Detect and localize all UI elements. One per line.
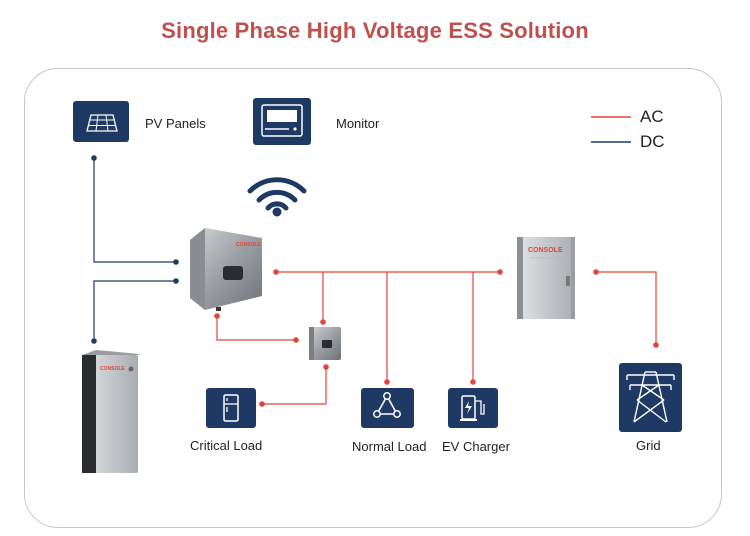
legend-dc-label: DC xyxy=(640,132,665,151)
eps-box xyxy=(309,327,341,360)
ac-line-grid xyxy=(596,271,657,345)
ac-dot xyxy=(497,269,503,275)
ac-dot xyxy=(320,319,326,325)
solar-panel-icon xyxy=(73,101,129,142)
monitor-icon xyxy=(253,98,311,145)
dc-line-battery xyxy=(93,280,176,341)
dc-dots xyxy=(91,155,179,344)
page-title: Single Phase High Voltage ESS Solution xyxy=(161,18,589,43)
ac-dot xyxy=(214,313,220,319)
battery-cabinet: CONSOLE xyxy=(82,350,140,473)
ac-line-critical-load xyxy=(262,367,327,405)
ac-dot xyxy=(273,269,279,275)
dc-dot xyxy=(91,338,97,344)
ac-dot xyxy=(323,364,329,370)
wifi-icon xyxy=(247,177,307,217)
ac-dot xyxy=(593,269,599,275)
dc-lines xyxy=(93,158,176,341)
ac-dot xyxy=(259,401,265,407)
monitor-label: Monitor xyxy=(336,116,380,131)
ac-dot xyxy=(470,379,476,385)
ac-lines xyxy=(216,271,657,405)
ev-charger-icon xyxy=(448,388,498,428)
hybrid-inverter: CONSOLE xyxy=(190,228,262,311)
ac-line-inverter-eps xyxy=(216,316,296,341)
ac-dots xyxy=(214,269,659,407)
dc-line-pv xyxy=(93,158,176,263)
battery-brand: CONSOLE xyxy=(100,366,125,372)
grid-cabinet: CONSOLE xyxy=(517,237,575,319)
transmission-tower-icon xyxy=(619,363,682,432)
network-load-icon xyxy=(361,388,414,428)
pv-panels-label: PV Panels xyxy=(145,116,206,131)
dc-dot xyxy=(91,155,97,161)
ac-dot xyxy=(293,337,299,343)
cabinet-brand: CONSOLE xyxy=(528,247,563,254)
ac-dot xyxy=(653,342,659,348)
refrigerator-icon xyxy=(206,388,256,428)
ev-charger-label: EV Charger xyxy=(442,439,510,454)
legend-ac-label: AC xyxy=(640,107,664,126)
grid-label: Grid xyxy=(636,438,661,453)
ac-dot xyxy=(384,379,390,385)
diagram-frame xyxy=(24,68,722,528)
inverter-brand: CONSOLE xyxy=(236,242,261,248)
normal-load-label: Normal Load xyxy=(352,439,427,454)
critical-load-label: Critical Load xyxy=(190,438,263,453)
dc-dot xyxy=(173,278,179,284)
dc-dot xyxy=(173,259,179,265)
